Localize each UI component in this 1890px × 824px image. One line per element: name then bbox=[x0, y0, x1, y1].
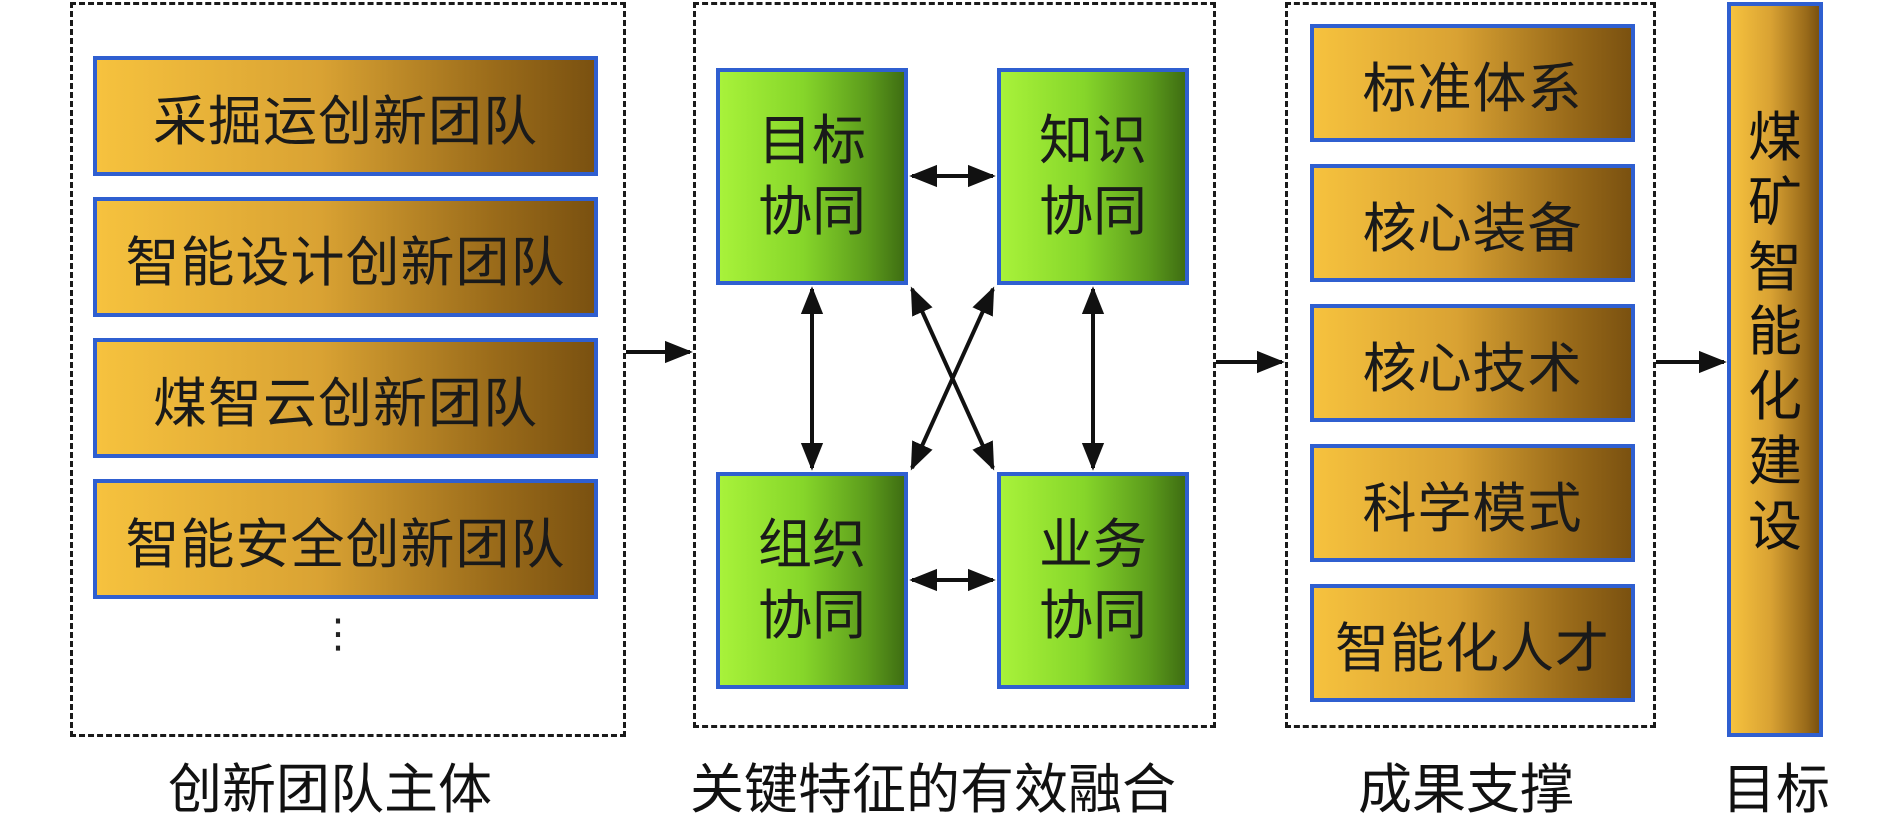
goal-box: 煤矿智能化建设 bbox=[1727, 2, 1823, 737]
organization-synergy-line1: 组织 bbox=[758, 513, 866, 577]
team-box-1: 采掘运创新团队 bbox=[93, 56, 598, 176]
team-box-3: 煤智云创新团队 bbox=[93, 338, 598, 458]
outcomes-group bbox=[1285, 2, 1656, 728]
knowledge-synergy-line2: 协同 bbox=[1039, 179, 1147, 243]
innovation-teams-group bbox=[70, 2, 626, 737]
goal-text: 煤矿智能化建设 bbox=[1748, 106, 1802, 558]
goal-synergy-line1: 目标 bbox=[758, 109, 866, 173]
team-box-4: 智能安全创新团队 bbox=[93, 479, 598, 599]
business-synergy-line2: 协同 bbox=[1039, 583, 1147, 647]
teams-ellipsis: ⋮ bbox=[318, 611, 358, 657]
goal-synergy-box: 目标协同 bbox=[716, 68, 908, 285]
key-features-caption: 关键特征的有效融合 bbox=[690, 758, 1176, 821]
goal-caption: 目标 bbox=[1722, 758, 1830, 821]
knowledge-synergy-line1: 知识 bbox=[1039, 109, 1147, 173]
outcome-box-1: 标准体系 bbox=[1310, 24, 1635, 142]
outcome-box-2: 核心装备 bbox=[1310, 164, 1635, 282]
goal-synergy-line2: 协同 bbox=[758, 179, 866, 243]
business-synergy-box: 业务协同 bbox=[997, 472, 1189, 689]
organization-synergy-box: 组织协同 bbox=[716, 472, 908, 689]
organization-synergy-line2: 协同 bbox=[758, 583, 866, 647]
knowledge-synergy-box: 知识协同 bbox=[997, 68, 1189, 285]
outcome-box-4: 科学模式 bbox=[1310, 444, 1635, 562]
key-features-group bbox=[693, 2, 1216, 728]
outcome-box-5: 智能化人才 bbox=[1310, 584, 1635, 702]
team-box-2: 智能设计创新团队 bbox=[93, 197, 598, 317]
outcomes-caption: 成果支撑 bbox=[1358, 758, 1574, 821]
outcome-box-3: 核心技术 bbox=[1310, 304, 1635, 422]
business-synergy-line1: 业务 bbox=[1039, 513, 1147, 577]
teams-caption: 创新团队主体 bbox=[168, 758, 492, 821]
